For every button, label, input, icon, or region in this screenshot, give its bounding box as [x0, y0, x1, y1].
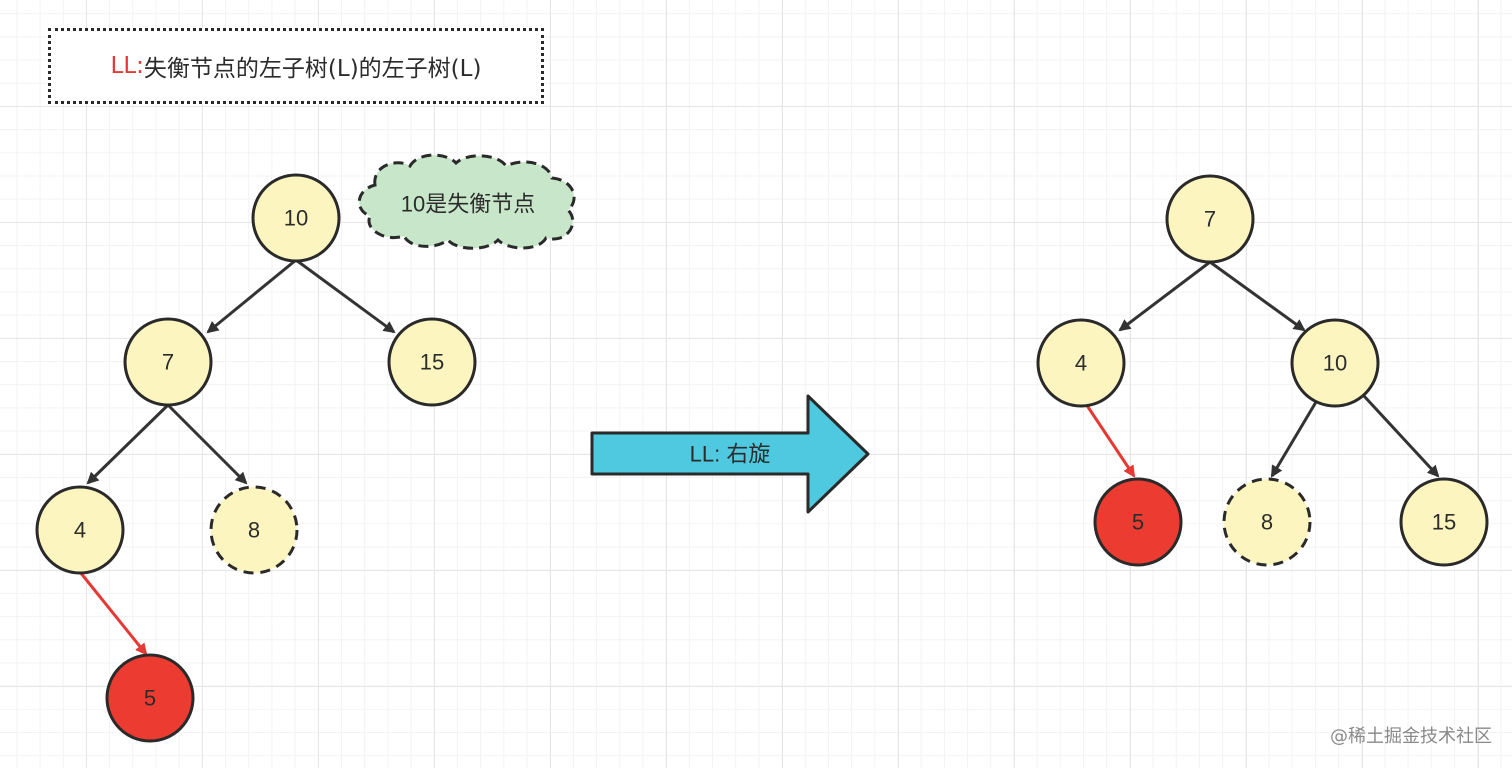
node-left-right: 15 — [387, 317, 477, 407]
edge-7-10 — [1209, 260, 1306, 332]
edge-10-15 — [295, 258, 396, 334]
node-label: 5 — [1132, 510, 1144, 535]
left-tree: 10 7 15 4 8 5 — [35, 173, 477, 743]
edge-7-8 — [166, 403, 248, 485]
node-label: 5 — [144, 686, 156, 711]
arrow-shape — [590, 394, 870, 514]
node-label: 8 — [248, 518, 260, 543]
edge-10-8 — [1270, 401, 1318, 478]
node-label: 4 — [1075, 351, 1087, 376]
right-tree-edges — [1084, 260, 1440, 478]
node-left-new: 5 — [105, 653, 195, 743]
edge-4-5 — [78, 571, 148, 656]
node-label: 10 — [1323, 351, 1347, 376]
node-circle — [35, 485, 125, 575]
callout-shape — [357, 153, 576, 250]
title-text: 失衡节点的左子树(L)的左子树(L) — [143, 56, 482, 82]
watermark: @稀土掘金技术社区 — [1330, 726, 1492, 747]
node-circle — [1290, 318, 1380, 408]
edge-7-4 — [1118, 260, 1211, 332]
node-right-root: 7 — [1165, 174, 1255, 264]
node-circle — [387, 317, 477, 407]
node-circle-new — [105, 653, 195, 743]
node-left-left: 7 — [123, 317, 213, 407]
node-left-root: 10 — [251, 173, 341, 263]
left-tree-edges — [78, 258, 396, 656]
right-tree: 7 4 10 5 8 15 — [1036, 174, 1489, 567]
node-circle — [251, 173, 341, 263]
edge-10-15 — [1362, 394, 1440, 478]
node-label: 15 — [420, 350, 444, 375]
rotation-arrow: LL: 右旋 — [590, 394, 870, 514]
node-circle — [1399, 477, 1489, 567]
callout-cloud: 10是失衡节点 — [357, 153, 576, 250]
title-box: LL: 失衡节点的左子树(L)的左子树(L) — [48, 28, 544, 104]
node-right-new: 5 — [1093, 477, 1183, 567]
node-left-left-right: 8 — [209, 485, 299, 575]
node-label: 10 — [284, 206, 308, 231]
node-label: 8 — [1261, 510, 1273, 535]
edge-4-5 — [1084, 403, 1136, 478]
node-label: 4 — [74, 518, 86, 543]
node-circle — [1036, 318, 1126, 408]
node-circle-dashed — [209, 485, 299, 575]
node-label: 7 — [162, 350, 174, 375]
edge-7-4 — [86, 403, 170, 485]
edge-10-7 — [206, 258, 297, 334]
node-circle-dashed — [1222, 477, 1312, 567]
callout-text: 10是失衡节点 — [401, 192, 535, 217]
node-right-right-left: 8 — [1222, 477, 1312, 567]
node-right-right: 10 — [1290, 318, 1380, 408]
arrow-label: LL: 右旋 — [690, 442, 771, 467]
node-label: 7 — [1204, 207, 1216, 232]
title-prefix: LL: — [110, 53, 144, 79]
node-left-left-left: 4 — [35, 485, 125, 575]
node-right-right-right: 15 — [1399, 477, 1489, 567]
node-circle — [1165, 174, 1255, 264]
node-circle — [123, 317, 213, 407]
node-label: 15 — [1432, 510, 1456, 535]
node-circle-new — [1093, 477, 1183, 567]
node-right-left: 4 — [1036, 318, 1126, 408]
